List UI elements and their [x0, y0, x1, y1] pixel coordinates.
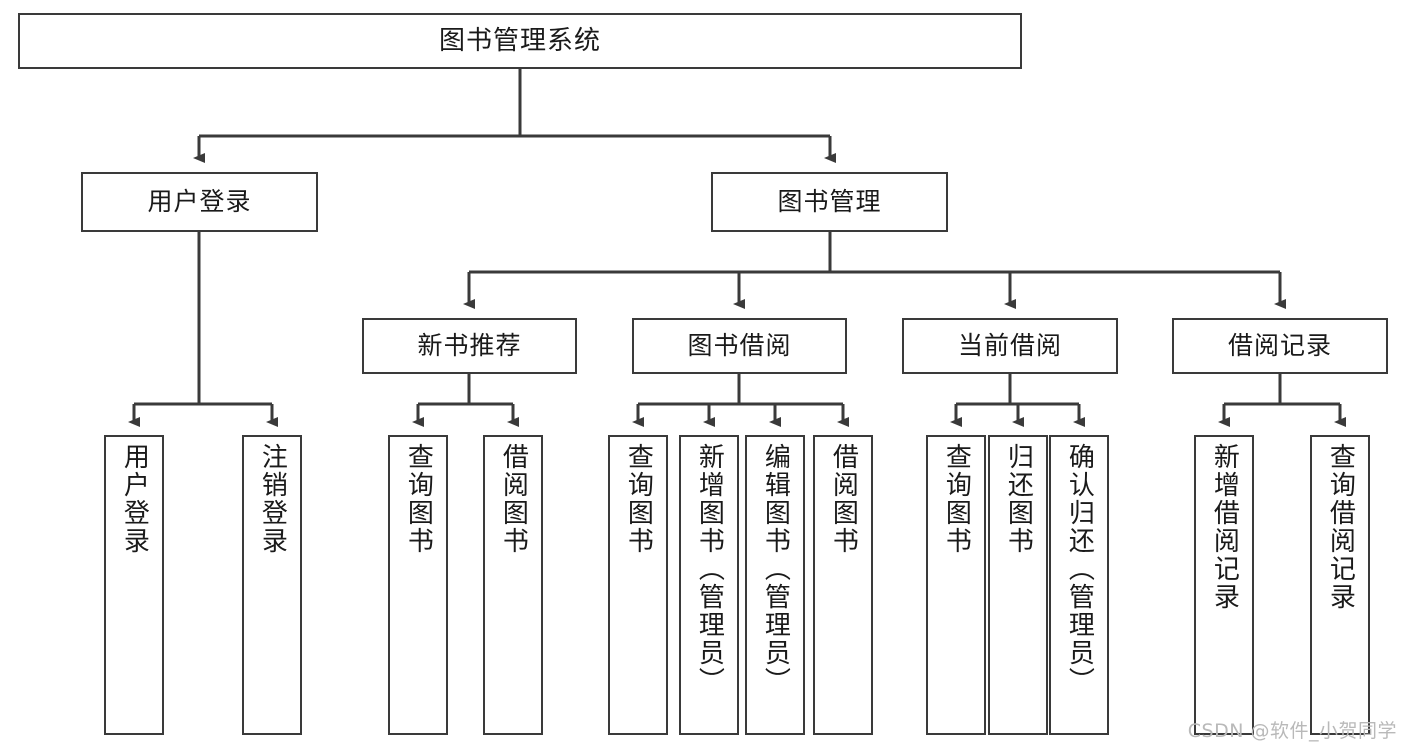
leaf-user-login[interactable]: 用户登录	[104, 435, 164, 735]
node-book-management-label: 图书管理	[777, 187, 882, 217]
node-book-borrowing[interactable]: 图书借阅	[632, 318, 847, 374]
leaf-logout[interactable]: 注销登录	[242, 435, 302, 735]
leaf-logout-label: 注销登录	[257, 443, 288, 555]
leaf-borrow-book-2-label: 借阅图书	[828, 443, 859, 555]
leaf-query-book-2-label: 查询图书	[623, 443, 654, 555]
leaf-confirm-return-admin-label: 确认归还（管理员）	[1064, 443, 1095, 695]
leaf-return-book-label: 归还图书	[1003, 443, 1034, 555]
node-new-book-recommendation-label: 新书推荐	[417, 331, 522, 361]
node-borrow-records-label: 借阅记录	[1227, 331, 1332, 361]
leaf-query-book-3[interactable]: 查询图书	[926, 435, 986, 735]
node-borrow-records[interactable]: 借阅记录	[1172, 318, 1388, 374]
watermark-text: CSDN @软件_小贺同学	[1187, 720, 1397, 742]
leaf-return-book[interactable]: 归还图书	[988, 435, 1048, 735]
leaf-borrow-book-1[interactable]: 借阅图书	[483, 435, 543, 735]
node-current-borrowing[interactable]: 当前借阅	[902, 318, 1118, 374]
node-book-borrowing-label: 图书借阅	[687, 331, 792, 361]
node-book-management[interactable]: 图书管理	[711, 172, 948, 232]
node-user-login[interactable]: 用户登录	[81, 172, 318, 232]
leaf-edit-book-admin[interactable]: 编辑图书（管理员）	[745, 435, 805, 735]
node-user-login-label: 用户登录	[147, 187, 252, 217]
node-current-borrowing-label: 当前借阅	[957, 331, 1062, 361]
leaf-add-book-admin[interactable]: 新增图书（管理员）	[679, 435, 739, 735]
leaf-add-borrow-record-label: 新增借阅记录	[1209, 443, 1240, 611]
leaf-edit-book-admin-label: 编辑图书（管理员）	[760, 443, 791, 695]
leaf-query-borrow-record[interactable]: 查询借阅记录	[1310, 435, 1370, 735]
leaf-confirm-return-admin[interactable]: 确认归还（管理员）	[1049, 435, 1109, 735]
leaf-query-book-1-label: 查询图书	[403, 443, 434, 555]
leaf-query-book-3-label: 查询图书	[941, 443, 972, 555]
leaf-query-book-2[interactable]: 查询图书	[608, 435, 668, 735]
leaf-add-borrow-record[interactable]: 新增借阅记录	[1194, 435, 1254, 735]
leaf-add-book-admin-label: 新增图书（管理员）	[694, 443, 725, 695]
leaf-query-book-1[interactable]: 查询图书	[388, 435, 448, 735]
leaf-borrow-book-2[interactable]: 借阅图书	[813, 435, 873, 735]
node-root[interactable]: 图书管理系统	[18, 13, 1022, 69]
leaf-borrow-book-1-label: 借阅图书	[498, 443, 529, 555]
leaf-user-login-label: 用户登录	[119, 443, 150, 555]
node-root-label: 图书管理系统	[438, 25, 601, 56]
node-new-book-recommendation[interactable]: 新书推荐	[362, 318, 577, 374]
leaf-query-borrow-record-label: 查询借阅记录	[1325, 443, 1356, 611]
